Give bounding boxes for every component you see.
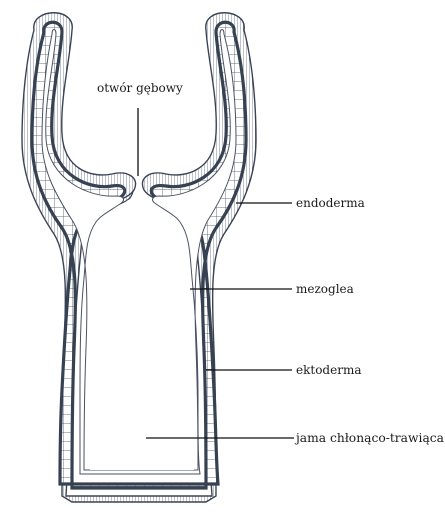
cavity-interior xyxy=(90,200,194,470)
label-mesoglea: mezoglea xyxy=(296,282,354,296)
label-ectoderm: ektoderma xyxy=(296,363,361,377)
label-cavity: jama chłonąco-trawiąca xyxy=(294,431,444,445)
label-endoderm: endoderma xyxy=(296,196,365,210)
label-mouth: otwór gębowy xyxy=(97,81,183,95)
